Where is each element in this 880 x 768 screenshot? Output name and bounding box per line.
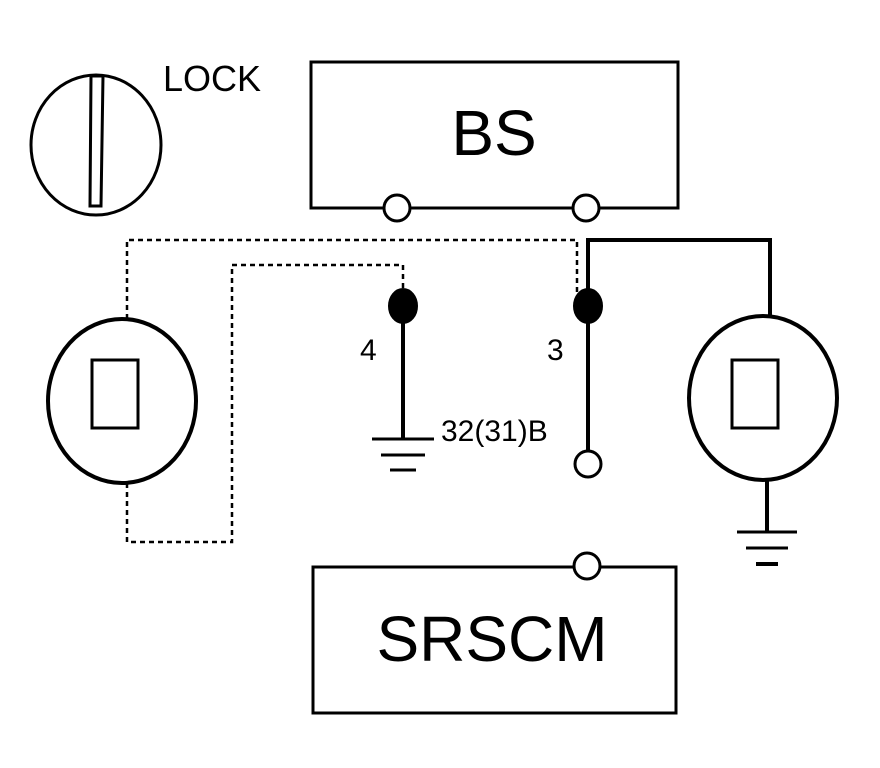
pin-4-dot	[388, 288, 418, 324]
ignition-key-icon	[29, 73, 163, 217]
pin-3-label: 3	[547, 334, 564, 367]
right-lamp	[687, 314, 839, 482]
srscm-module-label: SRSCM	[376, 603, 607, 675]
pin-3-dot	[573, 288, 603, 324]
srscm-module: SRSCM	[311, 565, 678, 715]
pin-4-label: 4	[360, 334, 377, 367]
bs-pin-right	[571, 193, 601, 223]
ground-icon	[737, 530, 797, 566]
left-lamp	[46, 317, 198, 485]
bs-pin-left	[382, 193, 412, 223]
solid-wire-top	[586, 238, 772, 316]
connector-label: 32(31)B	[441, 415, 548, 448]
bs-module: BS	[309, 60, 680, 210]
lock-label: LOCK	[163, 58, 261, 99]
srscm-pin	[572, 551, 602, 581]
dashed-wire-lower	[125, 263, 405, 544]
connector-pin-open	[573, 449, 603, 479]
bs-module-label: BS	[451, 97, 536, 169]
ground-icon	[372, 437, 434, 472]
dashed-wire-upper	[125, 238, 579, 319]
